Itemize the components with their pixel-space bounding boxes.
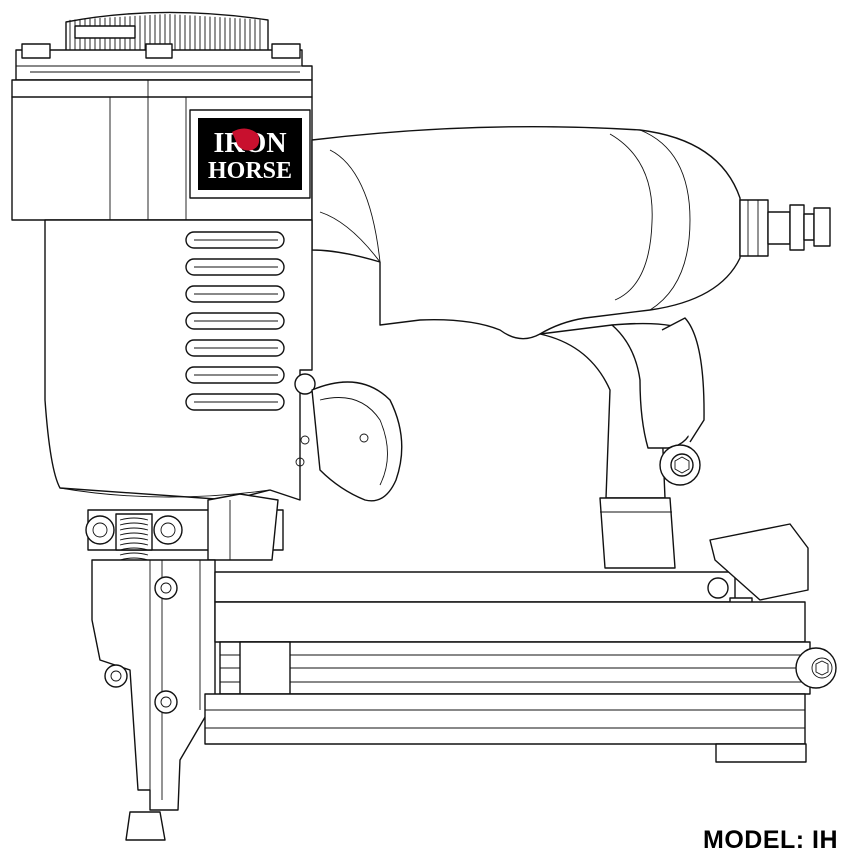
magazine (204, 523, 837, 763)
exhaust-dial (65, 11, 269, 53)
spring-coil (119, 547, 149, 551)
spring-coil (119, 552, 149, 556)
spring-coil (119, 537, 149, 541)
horse-head-icon (232, 128, 260, 151)
spring-coil (119, 527, 149, 531)
nose-assembly (85, 493, 284, 841)
rear-grip-support (539, 317, 705, 569)
model-label: MODEL: IH (703, 826, 839, 854)
spring-coil (119, 532, 149, 536)
spring-coil (119, 522, 149, 526)
trigger (311, 381, 403, 502)
iron-horse-logo: IRON HORSE (189, 109, 311, 199)
spring-coil (119, 542, 149, 546)
cylinder-body (44, 219, 316, 501)
air-fitting (739, 199, 831, 257)
handle (311, 125, 741, 340)
logo-line-2: HORSE (208, 158, 292, 184)
top-cap (15, 43, 313, 81)
spring-coil (119, 517, 149, 521)
